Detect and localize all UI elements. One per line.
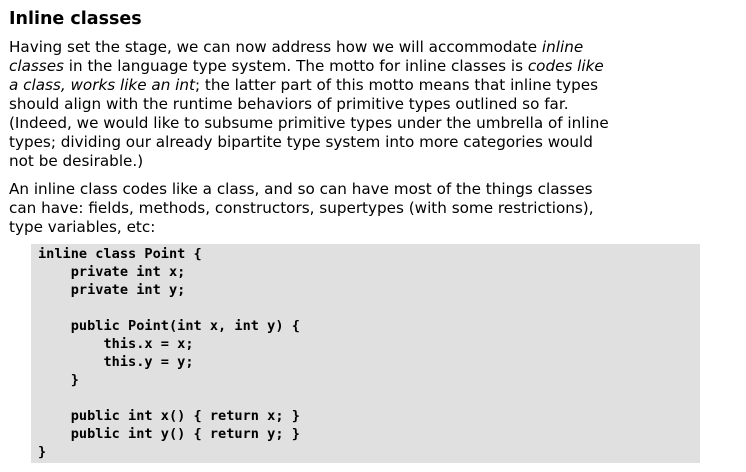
emphasis-text: codes like	[527, 57, 604, 75]
code-line: this.x = x;	[38, 336, 194, 352]
paragraph-line: can have: fields, methods, constructors,…	[9, 199, 594, 217]
code-line: this.y = y;	[38, 354, 194, 370]
emphasis-text: a class, works like an int	[9, 76, 195, 94]
paragraph-line: types; dividing our already bipartite ty…	[9, 133, 593, 151]
code-line: private int y;	[38, 282, 186, 298]
code-line: }	[38, 444, 47, 460]
paragraph-line: classes in the language type system. The…	[9, 57, 609, 76]
emphasis-text: inline	[541, 38, 584, 56]
paragraph-line: type variables, etc:	[9, 218, 156, 236]
paragraph-line: should align with the runtime behaviors …	[9, 95, 569, 113]
code-line: inline class Point {	[38, 246, 202, 262]
paragraph-line: (Indeed, we would like to subsume primit…	[9, 114, 609, 132]
code-line	[38, 389, 300, 407]
code-line	[38, 299, 300, 317]
text-run: ; the latter part of this motto means th…	[194, 76, 599, 94]
code-line: public int x() { return x; }	[38, 408, 300, 424]
code-block: inline class Point { private int x; priv…	[31, 244, 700, 463]
code-line: public int y() { return y; }	[38, 426, 300, 442]
text-run: Having set the stage, we can now address…	[9, 38, 542, 56]
emphasis-text: classes	[9, 57, 64, 75]
description-paragraph: An inline class codes like a class, and …	[9, 180, 594, 237]
section-heading: Inline classes	[9, 9, 142, 29]
paragraph-line: Having set the stage, we can now address…	[9, 38, 609, 57]
intro-paragraph: Having set the stage, we can now address…	[9, 38, 609, 171]
text-run: in the language type system. The motto f…	[63, 57, 528, 75]
code-line: private int x;	[38, 264, 186, 280]
paragraph-line: An inline class codes like a class, and …	[9, 180, 593, 198]
paragraph-line: not be desirable.)	[9, 152, 144, 170]
code-line: public Point(int x, int y) {	[38, 318, 300, 334]
paragraph-line: a class, works like an int; the latter p…	[9, 76, 609, 95]
code-line: }	[38, 372, 79, 388]
code-listing: inline class Point { private int x; priv…	[38, 245, 300, 461]
